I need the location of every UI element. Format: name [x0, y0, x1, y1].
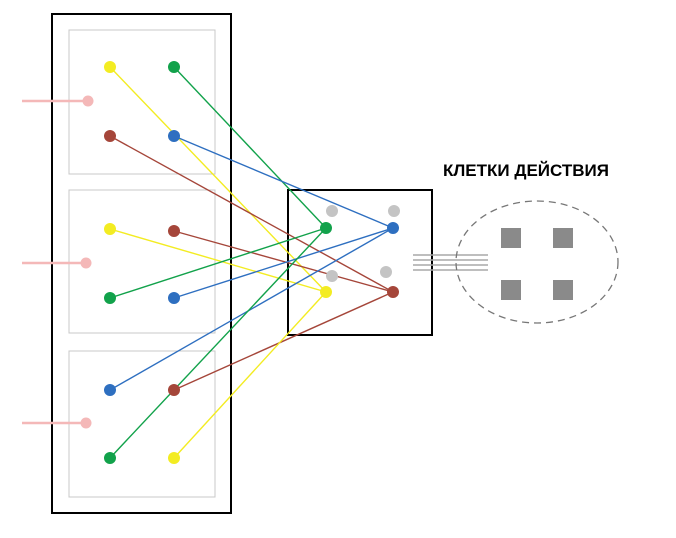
input-dot-middle	[80, 257, 92, 269]
connection-green-middle	[109, 227, 327, 299]
dot-blue-top	[168, 130, 180, 142]
connection-red-top	[109, 135, 394, 293]
dot-red-bottom	[168, 384, 180, 396]
input-dendrites	[22, 95, 94, 429]
hub-dots	[320, 205, 400, 298]
dot-green-top	[168, 61, 180, 73]
dot-yellow-bottom	[168, 452, 180, 464]
cell-box-middle	[68, 189, 216, 334]
hub-frame	[287, 189, 433, 336]
connection-green-top	[173, 66, 327, 229]
connection-green-bottom	[109, 227, 327, 459]
dot-red-middle	[168, 225, 180, 237]
connection-red-middle	[173, 230, 394, 293]
connection-yellow-top	[109, 66, 327, 293]
dot-blue-bottom	[104, 384, 116, 396]
action-cell-bottom-left	[501, 280, 521, 300]
action-cells	[501, 228, 573, 300]
connection-blue-bottom	[109, 227, 394, 391]
action-cells-label: КЛЕТКИ ДЕЙСТВИЯ	[443, 161, 609, 180]
hub-dot-gray-2	[388, 205, 400, 217]
input-dot-bottom	[80, 417, 92, 429]
hub-dot-gray-3	[326, 270, 338, 282]
action-cell-top-left	[501, 228, 521, 248]
hub-dot-blue	[387, 222, 399, 234]
connection-yellow-bottom	[173, 291, 327, 459]
connection-blue-top	[173, 135, 394, 229]
dot-blue-middle	[168, 292, 180, 304]
dot-green-middle	[104, 292, 116, 304]
hub-dot-gray-1	[326, 205, 338, 217]
dot-green-bottom	[104, 452, 116, 464]
source-dots	[104, 61, 180, 464]
dot-yellow-middle	[104, 223, 116, 235]
hub-dot-red	[387, 286, 399, 298]
action-cell-top-right	[553, 228, 573, 248]
dot-yellow-top	[104, 61, 116, 73]
hub-dot-green	[320, 222, 332, 234]
connections	[109, 66, 394, 459]
action-cells-outline	[455, 200, 619, 324]
hub-dot-gray-4	[380, 266, 392, 278]
connection-blue-middle	[173, 227, 394, 299]
dot-red-top	[104, 130, 116, 142]
hub-dot-yellow	[320, 286, 332, 298]
action-cell-bottom-right	[553, 280, 573, 300]
connection-yellow-middle	[109, 228, 327, 293]
connection-red-bottom	[173, 291, 394, 391]
axon-bundle	[413, 254, 488, 271]
input-dot-top	[82, 95, 94, 107]
